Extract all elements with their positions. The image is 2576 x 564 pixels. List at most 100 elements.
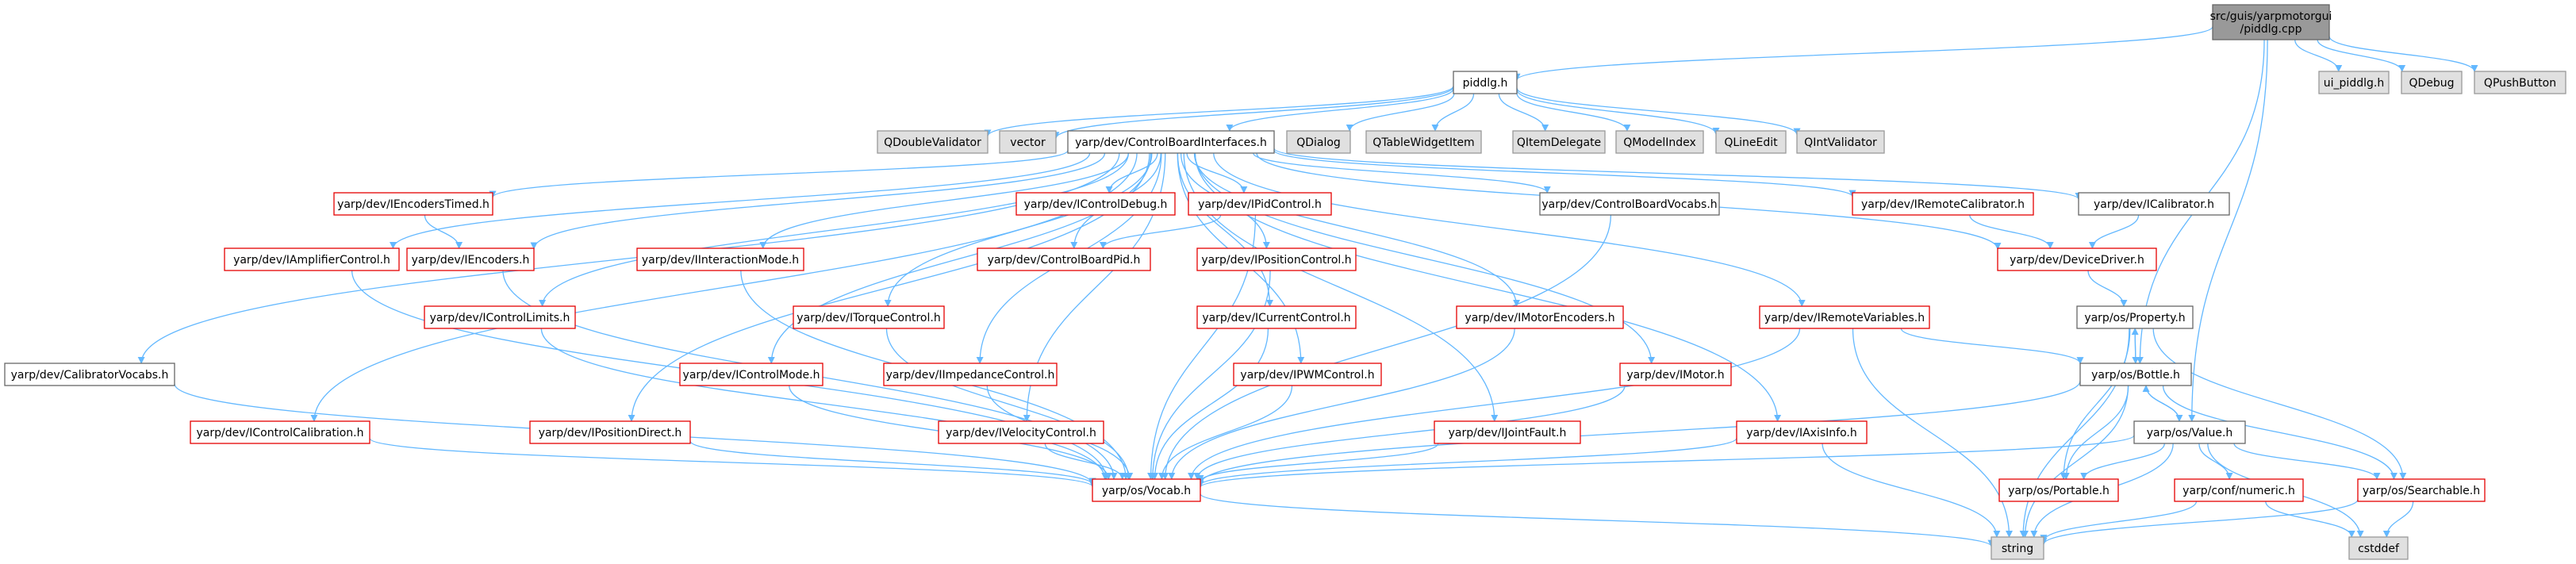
edge-itorquecontrol-to-vocab <box>885 328 1133 480</box>
node-cstddef[interactable]: cstddef <box>2348 536 2409 560</box>
node-label: yarp/dev/IControlCalibration.h <box>197 427 364 439</box>
node-vector[interactable]: vector <box>999 130 1057 154</box>
edge-piddlg-to-qtablewidgetitem <box>1431 93 1475 132</box>
edge-value-to-vocab <box>1196 435 2135 489</box>
node-cbpid[interactable]: yarp/dev/ControlBoardPid.h <box>977 247 1151 271</box>
edge-iaxisinfo-to-vocab <box>1196 437 1737 486</box>
node-label: yarp/os/Bottle.h <box>2091 369 2180 382</box>
node-box <box>1434 420 1581 444</box>
node-cbi[interactable]: yarp/dev/ControlBoardInterfaces.h <box>1067 130 1275 154</box>
node-ijointfault[interactable]: yarp/dev/IJointFault.h <box>1434 420 1581 444</box>
node-numeric[interactable]: yarp/conf/numeric.h <box>2174 478 2304 502</box>
node-qitemdelegate[interactable]: QItemDelegate <box>1512 130 1606 154</box>
node-label: yarp/dev/IInteractionMode.h <box>642 254 799 267</box>
node-label: src/guis/yarpmotorgui <box>2210 10 2332 23</box>
node-imotor[interactable]: yarp/dev/IMotor.h <box>1619 363 1732 386</box>
edge-value-to-portable <box>2080 443 2166 480</box>
node-box <box>1796 130 1885 154</box>
edge-ipidcontrol-to-cbpid <box>1099 214 1222 249</box>
node-box <box>1991 536 2044 560</box>
node-property[interactable]: yarp/os/Property.h <box>2076 305 2194 329</box>
node-iencoders[interactable]: yarp/dev/IEncoders.h <box>406 247 535 271</box>
node-qdialog[interactable]: QDialog <box>1286 130 1351 154</box>
edge-piddlg-to-qdoublevalidator <box>984 86 1454 137</box>
edge-imotorencoders-to-vocab <box>1168 328 1515 480</box>
node-box <box>2401 71 2463 94</box>
node-iremotevariables[interactable]: yarp/dev/IRemoteVariables.h <box>1759 305 1930 329</box>
node-itorquecontrol[interactable]: yarp/dev/ITorqueControl.h <box>793 305 945 329</box>
node-portable[interactable]: yarp/os/Portable.h <box>1998 478 2119 502</box>
node-ipositioncontrol[interactable]: yarp/dev/IPositionControl.h <box>1196 247 1357 271</box>
node-root[interactable]: src/guis/yarpmotorgui/piddlg.cpp <box>2210 4 2332 40</box>
node-vocab[interactable]: yarp/os/Vocab.h <box>1092 478 1201 502</box>
node-qlineedit[interactable]: QLineEdit <box>1715 130 1787 154</box>
node-ivelocitycontrol[interactable]: yarp/dev/IVelocityControl.h <box>938 420 1104 444</box>
node-value[interactable]: yarp/os/Value.h <box>2133 420 2246 444</box>
node-box <box>1759 305 1930 329</box>
node-box <box>2474 71 2566 94</box>
edge-numeric-to-string <box>2040 501 2198 543</box>
node-ipidcontrol[interactable]: yarp/dev/IPidControl.h <box>1188 192 1332 216</box>
edge-layer <box>137 26 2478 547</box>
node-label: QModelIndex <box>1623 136 1696 149</box>
node-label: yarp/dev/ControlBoardVocabs.h <box>1541 198 1717 211</box>
edge-value-to-numeric <box>2198 443 2233 480</box>
node-label: yarp/dev/IEncodersTimed.h <box>337 198 489 211</box>
edge-numeric-to-cstddef <box>2265 501 2355 538</box>
node-qintvalidator[interactable]: QIntValidator <box>1796 130 1885 154</box>
node-calibratorvocabs[interactable]: yarp/dev/CalibratorVocabs.h <box>4 363 175 386</box>
node-qdebug[interactable]: QDebug <box>2401 71 2463 94</box>
node-iinteractionmode[interactable]: yarp/dev/IInteractionMode.h <box>636 247 804 271</box>
edge-piddlg-to-cbi <box>1226 88 1454 132</box>
node-box <box>1233 363 1382 386</box>
node-icontroldebug[interactable]: yarp/dev/IControlDebug.h <box>1015 192 1176 216</box>
node-piddlg[interactable]: piddlg.h <box>1453 71 1518 94</box>
edge-cbi-to-iencoders <box>530 152 1106 250</box>
node-box <box>2078 192 2230 216</box>
node-qmodelindex[interactable]: QModelIndex <box>1615 130 1704 154</box>
edge-iremotevariables-to-vocab <box>1188 328 1801 480</box>
node-label: yarp/dev/IMotor.h <box>1626 369 1724 382</box>
edge-cbi-to-imotorencoders <box>1193 152 1521 307</box>
node-box <box>1365 130 1482 154</box>
node-ipwmcontrol[interactable]: yarp/dev/IPWMControl.h <box>1233 363 1382 386</box>
node-box <box>999 130 1057 154</box>
node-qdoublevalidator[interactable]: QDoubleValidator <box>877 130 989 154</box>
node-iencoderstimed[interactable]: yarp/dev/IEncodersTimed.h <box>333 192 493 216</box>
node-label: yarp/dev/IPositionDirect.h <box>539 427 682 439</box>
node-iamplifiercontrol[interactable]: yarp/dev/IAmplifierControl.h <box>224 247 400 271</box>
node-searchable[interactable]: yarp/os/Searchable.h <box>2357 478 2486 502</box>
node-icontrolmode[interactable]: yarp/dev/IControlMode.h <box>679 363 823 386</box>
node-box <box>1998 478 2119 502</box>
edge-root-to-qpushbutton <box>2328 36 2478 72</box>
node-label: yarp/dev/DeviceDriver.h <box>2010 254 2144 267</box>
node-label: yarp/dev/IJointFault.h <box>1449 427 1567 439</box>
edge-cbi-to-ipidcontrol <box>1186 152 1248 194</box>
node-iaxisinfo[interactable]: yarp/dev/IAxisInfo.h <box>1736 420 1868 444</box>
node-iremotecalibrator[interactable]: yarp/dev/IRemoteCalibrator.h <box>1852 192 2034 216</box>
node-box <box>883 363 1058 386</box>
node-ui_piddlg[interactable]: ui_piddlg.h <box>2318 71 2390 94</box>
node-cbvocabs[interactable]: yarp/dev/ControlBoardVocabs.h <box>1539 192 1720 216</box>
node-icontrolcalibration[interactable]: yarp/dev/IControlCalibration.h <box>190 420 370 444</box>
node-qpushbutton[interactable]: QPushButton <box>2474 71 2566 94</box>
node-box <box>938 420 1104 444</box>
node-iimpedancecontrol[interactable]: yarp/dev/IImpedanceControl.h <box>883 363 1058 386</box>
node-label: yarp/dev/IAxisInfo.h <box>1746 427 1856 439</box>
node-icalibrator[interactable]: yarp/dev/ICalibrator.h <box>2078 192 2230 216</box>
node-ipositiondirect[interactable]: yarp/dev/IPositionDirect.h <box>529 420 691 444</box>
node-string[interactable]: string <box>1991 536 2044 560</box>
node-icurrentcontrol[interactable]: yarp/dev/ICurrentControl.h <box>1196 305 1357 329</box>
node-bottle[interactable]: yarp/os/Bottle.h <box>2079 363 2192 386</box>
node-label: QIntValidator <box>1804 136 1877 149</box>
node-devicedriver[interactable]: yarp/dev/DeviceDriver.h <box>1997 247 2157 271</box>
node-icontrollimits[interactable]: yarp/dev/IControlLimits.h <box>424 305 576 329</box>
edge-ivelocitycontrol-to-vocab <box>1044 443 1127 480</box>
node-label: yarp/dev/IRemoteCalibrator.h <box>1861 198 2025 211</box>
node-box <box>877 130 989 154</box>
node-qtablewidgetitem[interactable]: QTableWidgetItem <box>1365 130 1482 154</box>
node-imotorencoders[interactable]: yarp/dev/IMotorEncoders.h <box>1456 305 1624 329</box>
node-box <box>4 363 175 386</box>
edge-cbi-to-iremotecalibrator <box>1273 149 1856 198</box>
node-label: yarp/dev/IAmplifierControl.h <box>233 254 390 267</box>
